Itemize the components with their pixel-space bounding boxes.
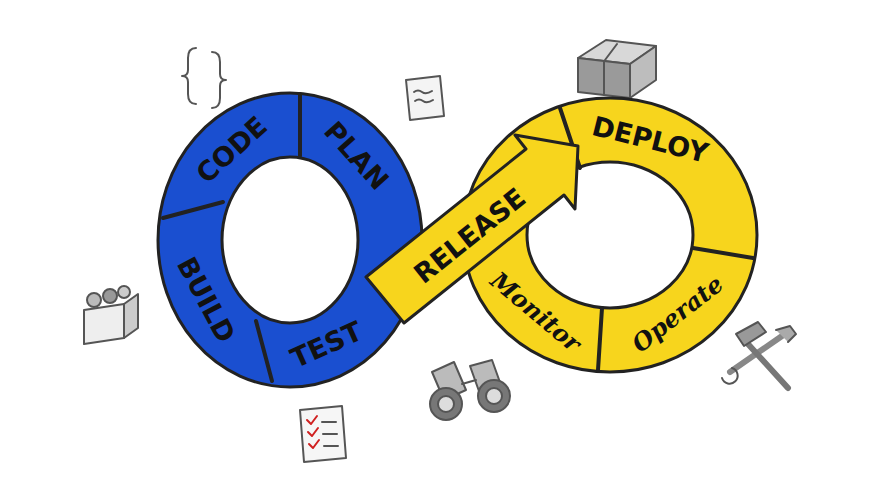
document-icon — [406, 76, 444, 120]
segment-separators — [163, 94, 753, 381]
tools-icon — [722, 322, 796, 388]
crate-icon — [84, 304, 124, 344]
brace-icon — [182, 48, 196, 104]
part-icon — [118, 286, 130, 298]
box-icon — [630, 46, 656, 98]
part-icon — [87, 293, 101, 307]
checklist-icon — [300, 406, 346, 462]
checklist-lines — [322, 422, 338, 446]
box-tape — [604, 44, 617, 95]
brace-icon — [212, 52, 226, 108]
release-arrow-band — [366, 135, 578, 323]
document-lines — [414, 91, 433, 103]
binoculars-icon — [430, 360, 510, 420]
sketch-icons — [84, 40, 796, 462]
part-icon — [103, 289, 117, 303]
crate-icon — [124, 294, 138, 338]
check-marks — [307, 416, 319, 448]
